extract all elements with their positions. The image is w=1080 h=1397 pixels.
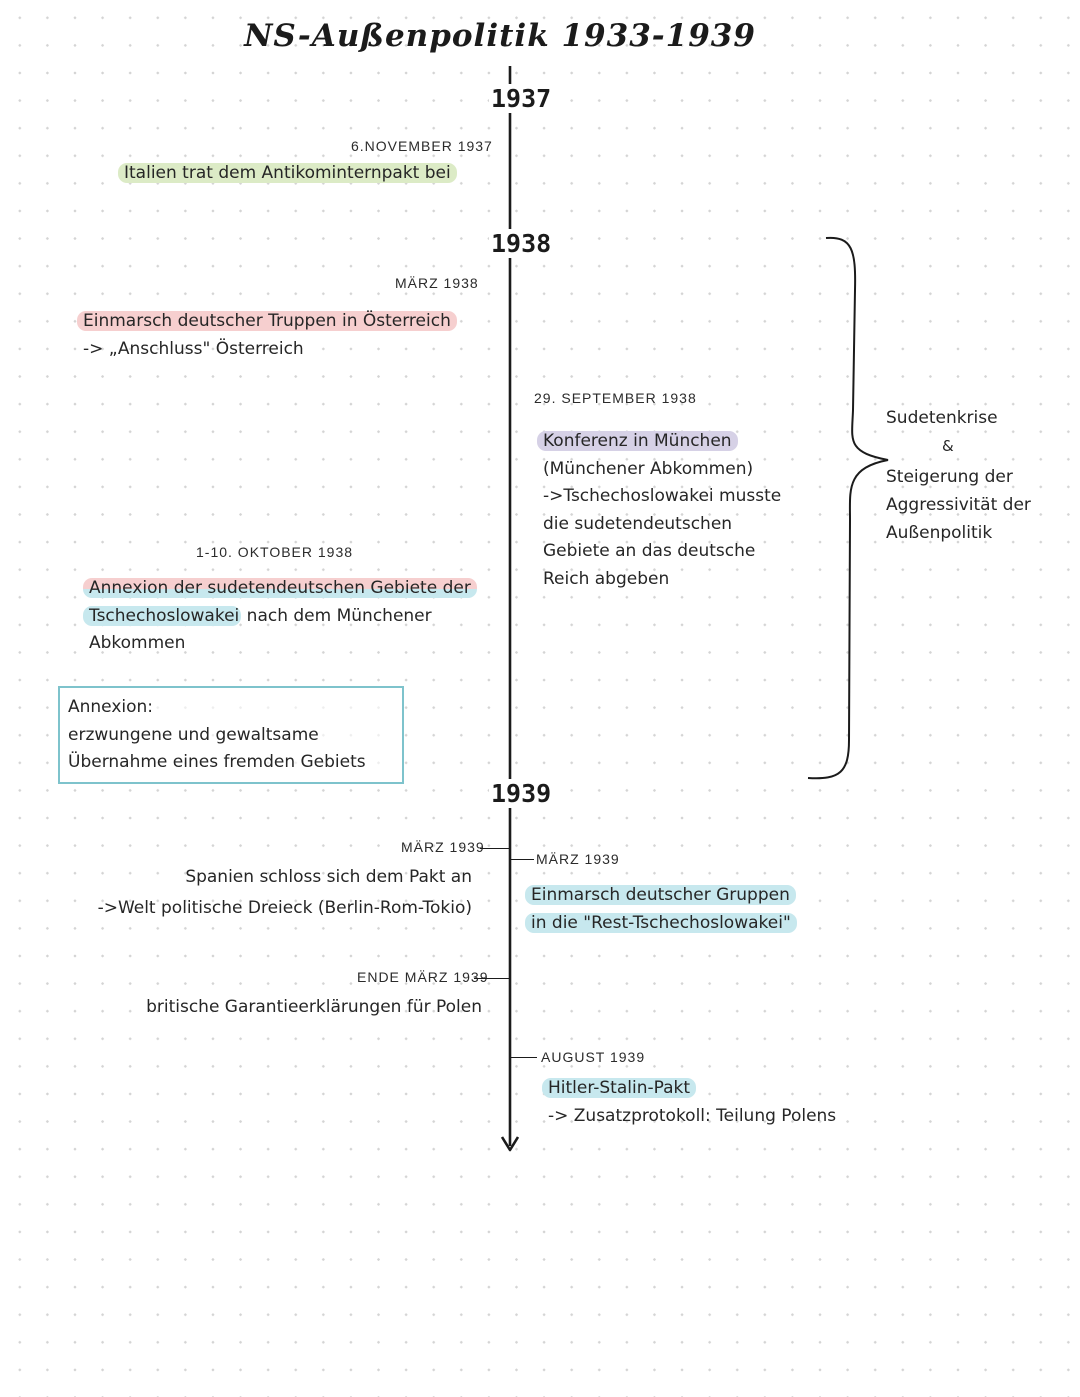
event-date: AUGUST 1939 [541,1049,646,1065]
event-date: MÄRZ 1939 [536,851,620,867]
bracket-note-line: Aggressivität der [886,495,1031,515]
event-date: 29. SEPTEMBER 1938 [534,390,697,406]
bracket-note-line: Sudetenkrise [886,408,998,428]
year-1939: 1939 [489,779,554,808]
event-line: Abkommen [89,633,186,653]
timeline-arrowhead [500,1136,520,1152]
event-line: Reich abgeben [543,568,670,589]
event-line: Spanien schloss sich dem Pakt an [185,867,472,887]
event-line: Gebiete an das deutsche [543,541,756,561]
event-line: ->Tschechoslowakei musste [543,486,782,506]
page-title: NS-Außenpolitik 1933-1939 [244,18,756,54]
timeline-connector [510,859,534,860]
event-text: Einmarsch deutscher Truppen in Österreic… [77,308,457,363]
event-line: in die "Rest-Tschechoslowakei" [525,912,797,933]
event-line: -> „Anschluss" Österreich [83,338,304,359]
event-text: Italien trat dem Antikominternpakt bei [118,160,457,188]
event-line: -> Zusatzprotokoll: Teilung Polens [548,1105,837,1126]
event-line: Italien trat dem Antikominternpakt bei [118,163,457,183]
timeline-connector [480,848,510,849]
event-text: Konferenz in München (Münchener Abkommen… [537,428,781,593]
event-line: ->Welt politische Dreieck (Berlin-Rom-To… [97,897,472,918]
event-line: Einmarsch deutscher Gruppen [525,885,796,905]
definition-line: Übernahme eines fremden Gebiets [68,752,366,772]
event-line: Konferenz in München [537,431,738,451]
event-date: 6.NOVEMBER 1937 [351,138,493,154]
event-text: Hitler-Stalin-Pakt -> Zusatzprotokoll: T… [542,1075,836,1130]
event-line: die sudetendeutschen [543,513,733,534]
event-text: Annexion der sudetendeutschen Gebiete de… [83,575,477,658]
definition-line: Annexion: [68,697,154,717]
definition-line: erzwungene und gewaltsame [68,724,319,745]
event-line: Tschechoslowakei [83,605,242,626]
year-1937: 1937 [489,84,554,113]
event-line: Annexion der sudetendeutschen Gebiete de… [83,578,477,598]
timeline-connector [510,1057,537,1058]
event-line: Einmarsch deutscher Truppen in Österreic… [77,311,457,331]
event-line: (Münchener Abkommen) [543,458,754,479]
event-text: Spanien schloss sich dem Pakt an ->Welt … [0,864,472,922]
year-1938: 1938 [489,229,554,258]
event-date: MÄRZ 1939 [401,839,485,855]
event-line: nach dem Münchener [246,605,432,626]
event-text: Einmarsch deutscher Gruppen in die "Rest… [525,882,797,937]
timeline-connector [474,978,510,979]
event-date: MÄRZ 1938 [395,275,479,291]
event-text: britische Garantieerklärungen für Polen [0,994,482,1022]
bracket-note-line: & [942,437,954,455]
event-line: Hitler-Stalin-Pakt [542,1078,697,1098]
bracket-note-line: Außenpolitik [886,523,993,543]
event-date: 1-10. OKTOBER 1938 [196,544,354,560]
event-line: britische Garantieerklärungen für Polen [146,997,482,1017]
curly-bracket [807,236,889,780]
definition-box: Annexion: erzwungene und gewaltsame Über… [58,686,404,784]
bracket-note-line: Steigerung der [886,467,1013,487]
event-date: ENDE MÄRZ 1939 [357,969,489,985]
bracket-note: Sudetenkrise & Steigerung der Aggressivi… [886,404,1056,547]
